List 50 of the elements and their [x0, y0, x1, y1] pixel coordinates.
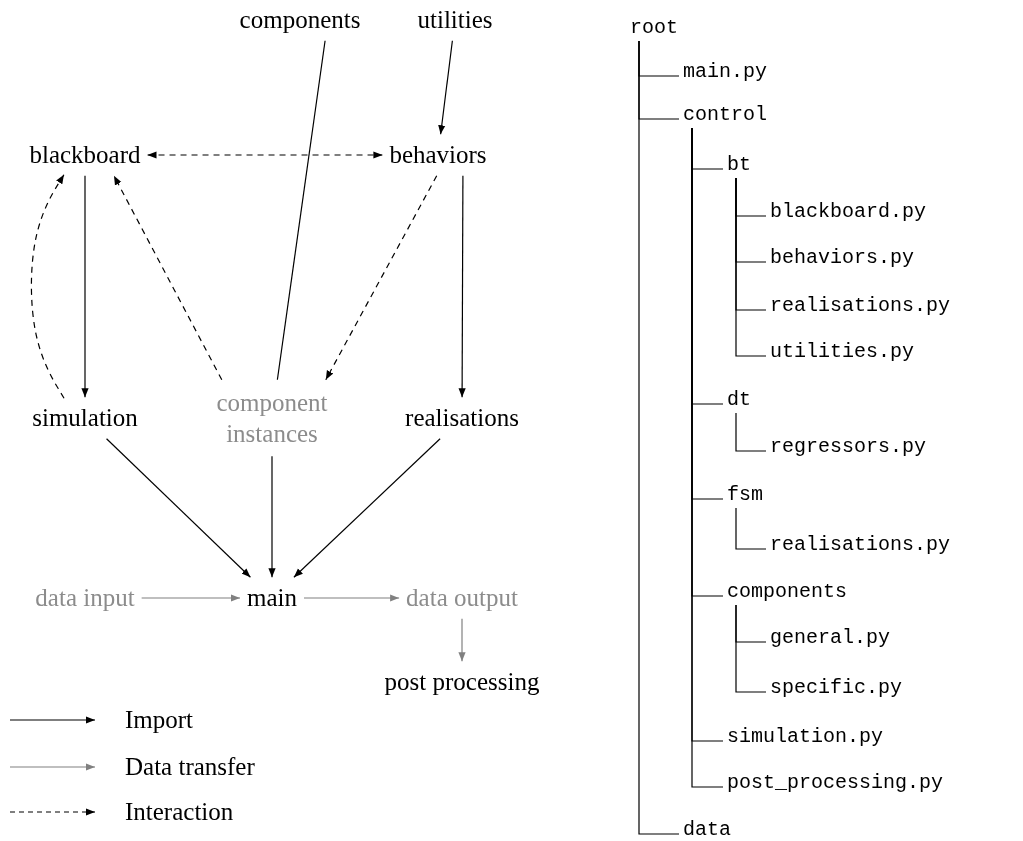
module-label: behaviors — [389, 141, 487, 169]
arrow — [293, 438, 441, 578]
arrow — [458, 175, 466, 398]
file-tree-entry: general.py — [770, 627, 891, 649]
file-tree-entry: regressors.py — [770, 436, 927, 458]
module-label: blackboard — [29, 141, 141, 169]
module-label: realisations — [405, 404, 519, 432]
file-tree-entry: realisations.py — [770, 534, 951, 556]
file-tree-entry: root — [630, 17, 678, 39]
file-tree-entry: main.py — [683, 61, 767, 83]
file-tree-entry: dt — [727, 389, 751, 411]
tree-connector — [735, 177, 767, 357]
arrow — [146, 151, 383, 159]
arrow — [303, 594, 400, 602]
arrow — [113, 175, 223, 381]
file-tree-entry: blackboard.py — [770, 201, 927, 223]
arrow — [325, 175, 438, 381]
module-label: component instances — [197, 386, 347, 450]
file-tree-entry: bt — [727, 154, 751, 176]
tree-connector — [735, 412, 767, 452]
legend-label: Interaction — [125, 798, 234, 826]
module-label: simulation — [32, 404, 138, 432]
module-label: utilities — [417, 6, 493, 34]
arrow — [30, 174, 65, 399]
file-tree-entry: utilities.py — [770, 341, 915, 363]
file-tree-entry: simulation.py — [727, 726, 884, 748]
legend-label: Import — [125, 706, 194, 734]
arrow — [268, 455, 276, 578]
tree-connector — [735, 604, 767, 693]
file-tree-entry: specific.py — [770, 677, 903, 699]
tree-connector — [638, 40, 680, 835]
arrow — [105, 438, 252, 578]
module-label: post processing — [384, 668, 540, 696]
module-label: main — [247, 584, 297, 612]
module-label: data output — [406, 584, 518, 612]
arrow — [81, 175, 89, 398]
arrow — [438, 40, 453, 135]
file-tree-entry: post_processing.py — [727, 772, 944, 794]
file-tree-entry: behaviors.py — [770, 247, 915, 269]
arrow — [141, 594, 241, 602]
legend-label: Data transfer — [125, 753, 255, 781]
file-tree-entry: components — [727, 581, 848, 603]
file-tree-entry: control — [683, 104, 767, 126]
tree-connector — [735, 507, 767, 550]
module-label: components — [239, 6, 361, 34]
arrow — [458, 618, 466, 662]
file-tree-entry: realisations.py — [770, 295, 951, 317]
file-tree-entry: fsm — [727, 484, 763, 506]
module-label: data input — [35, 584, 135, 612]
file-tree-entry: data — [683, 819, 731, 841]
